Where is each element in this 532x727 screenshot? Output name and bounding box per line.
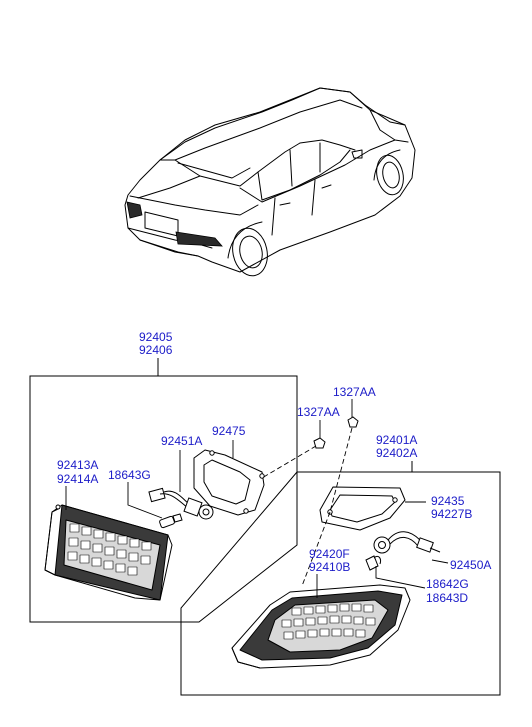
leader-lines bbox=[65, 399, 449, 598]
callout-left-gasket[interactable]: 92475 bbox=[212, 424, 246, 438]
callout-right-bulb-2[interactable]: 18643D bbox=[426, 591, 469, 605]
callout-left-assembly-1[interactable]: 92405 bbox=[139, 330, 173, 344]
callout-screw-upper[interactable]: 1327AA bbox=[333, 385, 376, 399]
callout-screw-lower[interactable]: 1327AA bbox=[297, 405, 340, 419]
callout-right-gasket-1[interactable]: 92435 bbox=[431, 494, 465, 508]
right-gasket-drawing bbox=[319, 486, 406, 531]
left-bulb-drawing bbox=[159, 513, 183, 529]
screw-drawings bbox=[313, 416, 359, 449]
left-tail-lamp-drawing bbox=[44, 504, 173, 601]
callout-right-assembly-1[interactable]: 92401A bbox=[376, 433, 418, 447]
vehicle-illustration bbox=[124, 87, 416, 277]
callout-right-gasket-2[interactable]: 94227B bbox=[431, 507, 473, 521]
callout-left-lamp-1[interactable]: 92413A bbox=[57, 458, 99, 472]
callout-right-lamp-2[interactable]: 92410B bbox=[309, 560, 351, 574]
left-socket-drawing bbox=[148, 487, 214, 520]
left-assembly-frame bbox=[29, 358, 298, 623]
callout-right-assembly-2[interactable]: 92402A bbox=[376, 446, 418, 460]
callout-left-assembly-2[interactable]: 92406 bbox=[139, 343, 173, 357]
callout-left-socket[interactable]: 92451A bbox=[161, 434, 203, 448]
callout-right-socket[interactable]: 92450A bbox=[450, 558, 492, 572]
callout-left-bulb[interactable]: 18643G bbox=[108, 468, 151, 482]
callout-right-lamp-1[interactable]: 92420F bbox=[309, 547, 350, 561]
left-gasket-drawing bbox=[193, 449, 265, 516]
right-tail-lamp-drawing bbox=[231, 584, 411, 669]
vehicle-tail-lamps bbox=[126, 201, 223, 247]
right-assembly-frame bbox=[180, 461, 501, 696]
callout-left-lamp-2[interactable]: 92414A bbox=[57, 472, 99, 486]
right-socket-drawing bbox=[373, 531, 441, 554]
right-bulb-drawing bbox=[365, 555, 381, 571]
callout-right-bulb-1[interactable]: 18642G bbox=[426, 577, 469, 591]
